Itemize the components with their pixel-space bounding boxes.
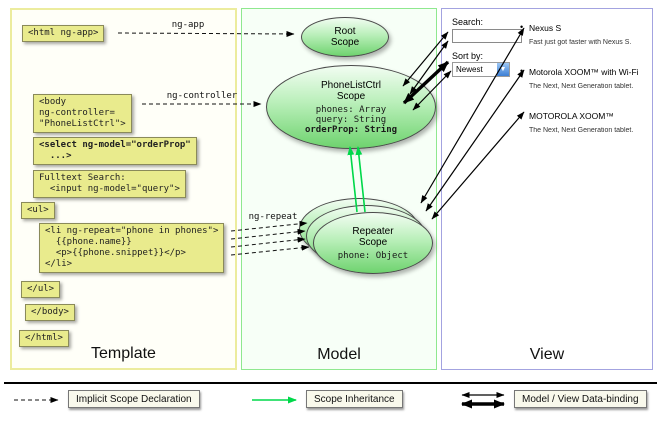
- view-search-input[interactable]: [452, 29, 522, 43]
- phone-list-item: • MOTOROLA XOOM™ The Next, Next Generati…: [520, 110, 651, 134]
- phone-list-item: • Nexus S Fast just got faster with Nexu…: [520, 22, 651, 46]
- phone-snippet: The Next, Next Generation tablet.: [529, 127, 634, 134]
- legend-databinding-arrows: [461, 392, 505, 409]
- ng-controller-label: ng-controller: [166, 91, 238, 101]
- legend-divider: [4, 382, 657, 384]
- ng-app-label: ng-app: [171, 20, 205, 30]
- view-sort-label: Sort by:: [452, 51, 484, 61]
- phone-snippet: The Next, Next Generation tablet.: [529, 83, 634, 90]
- legend-data-binding-box: Model / View Data-binding: [514, 390, 647, 408]
- root-scope-title: Root Scope: [330, 26, 360, 48]
- model-panel-label: Model: [317, 346, 361, 363]
- code-box-li-ng-repeat: <li ng-repeat="phone in phones"> {{phone…: [39, 223, 225, 273]
- code-box-html-open: <html ng-app>: [22, 25, 105, 42]
- phonelistctrl-scope-orderprop: orderProp: String: [304, 124, 398, 135]
- phone-name: Motorola XOOM™ with Wi-Fi: [529, 67, 639, 77]
- phone-snippet: Fast just got faster with Nexus S.: [529, 39, 632, 46]
- phone-list-item: • Motorola XOOM™ with Wi-Fi The Next, Ne…: [520, 66, 651, 90]
- code-box-body-close: </body>: [25, 304, 75, 321]
- code-box-html-close: </html>: [19, 330, 69, 347]
- phonelistctrl-scope-ellipse: PhoneListCtrl Scope phones: Array query:…: [266, 65, 436, 149]
- code-box-body-controller: <body ng-controller= "PhoneListCtrl">: [33, 94, 132, 133]
- view-search-label: Search:: [452, 17, 484, 27]
- view-sort-selected-value: Newest: [456, 65, 483, 74]
- code-box-ul-open: <ul>: [21, 202, 55, 219]
- phone-name: MOTOROLA XOOM™: [529, 111, 614, 121]
- view-panel-label: View: [529, 346, 565, 363]
- dropdown-arrow-icon: ▼: [497, 63, 509, 76]
- template-panel-label: Template: [91, 345, 156, 362]
- bullet-icon: •: [520, 110, 524, 120]
- code-box-select-ordermodel: <select ng-model="orderProp" ...>: [33, 137, 197, 165]
- phonelistctrl-scope-properties: phones: Array query: String: [315, 104, 387, 125]
- bullet-icon: •: [520, 22, 524, 32]
- ng-repeat-label: ng-repeat: [248, 212, 298, 222]
- bullet-icon: •: [520, 66, 524, 76]
- code-box-ul-close: </ul>: [21, 281, 61, 298]
- legend-implicit-scope-box: Implicit Scope Declaration: [68, 390, 200, 408]
- view-panel: Search: Sort by: Newest ▼ • Nexus S Fast…: [441, 8, 653, 370]
- repeater-scope-title: Repeater Scope: [352, 225, 394, 248]
- root-scope-ellipse: Root Scope: [301, 17, 389, 57]
- template-panel: <html ng-app> <body ng-controller= "Phon…: [10, 8, 237, 370]
- repeater-scope-ellipse: Repeater Scope phone: Object: [313, 212, 433, 274]
- phone-name: Nexus S: [529, 23, 562, 33]
- repeater-scope-properties: phone: Object: [337, 250, 409, 261]
- legend-scope-inheritance-box: Scope Inheritance: [306, 390, 403, 408]
- view-sort-select[interactable]: Newest ▼: [452, 62, 510, 77]
- model-panel: Root Scope PhoneListCtrl Scope phones: A…: [241, 8, 437, 370]
- code-box-fulltext-search: Fulltext Search: <input ng-model="query"…: [33, 170, 186, 198]
- phonelistctrl-scope-title: PhoneListCtrl Scope: [320, 79, 382, 102]
